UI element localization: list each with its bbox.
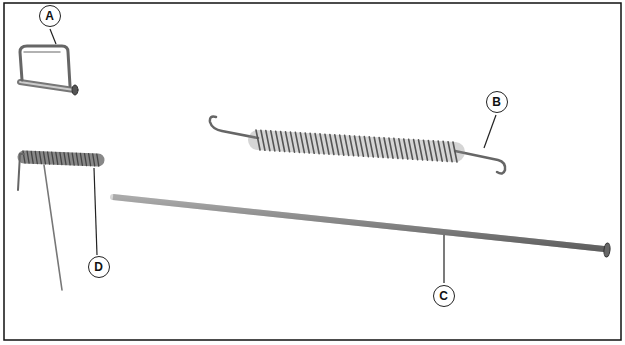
frame bbox=[4, 3, 621, 340]
tension-spring bbox=[210, 117, 505, 174]
rod bbox=[113, 197, 611, 257]
callout-letter: A bbox=[39, 5, 61, 27]
leader-lines bbox=[50, 29, 496, 283]
callout-letter: D bbox=[88, 256, 110, 278]
lock-pin bbox=[20, 46, 78, 95]
callout-letter: C bbox=[433, 285, 455, 307]
callout-letter: B bbox=[486, 91, 508, 113]
torsion-spring bbox=[18, 151, 99, 290]
